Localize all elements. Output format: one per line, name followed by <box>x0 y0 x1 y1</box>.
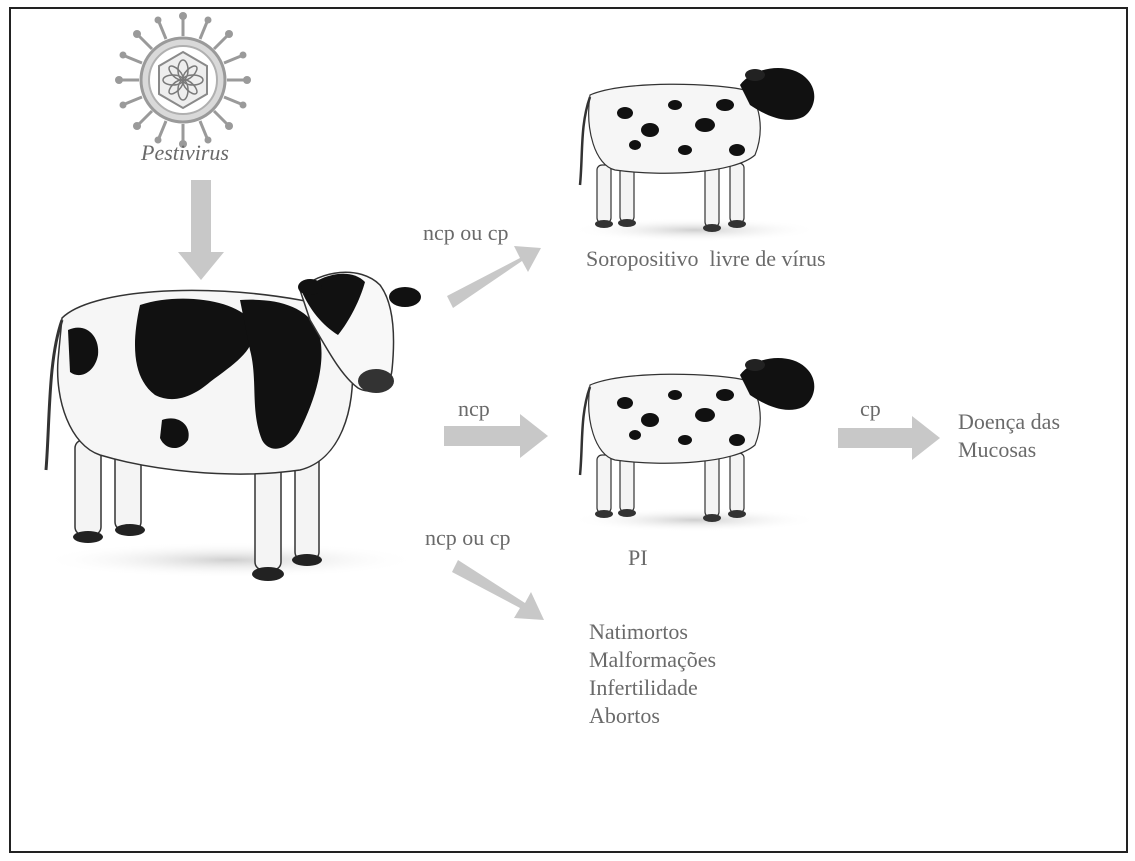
arrow-right-label: cp <box>860 396 881 422</box>
arrow-top <box>447 246 541 308</box>
virus-label: Pestivirus <box>141 140 229 166</box>
calf-top <box>570 68 820 242</box>
mucosal-disease-label: Doença das Mucosas <box>958 408 1060 464</box>
calf-pi <box>570 358 820 532</box>
adult-cow <box>40 272 421 581</box>
arrow-top-label: ncp ou cp <box>423 220 509 246</box>
reproductive-outcome-item: Natimortos <box>589 618 716 646</box>
virus-icon <box>115 12 251 148</box>
arrow-bottom <box>452 560 544 620</box>
arrow-middle-label: ncp <box>458 396 490 422</box>
mucosal-disease-line: Doença das <box>958 408 1060 436</box>
arrow-right <box>838 416 940 460</box>
seropositive-label: Soropositivo livre de vírus <box>586 246 826 272</box>
arrow-down <box>178 180 224 280</box>
reproductive-outcomes-list: Natimortos Malformações Infertilidade Ab… <box>589 618 716 730</box>
pi-label: PI <box>628 545 648 571</box>
reproductive-outcome-item: Malformações <box>589 646 716 674</box>
mucosal-disease-line: Mucosas <box>958 436 1060 464</box>
arrow-bottom-label: ncp ou cp <box>425 525 511 551</box>
reproductive-outcome-item: Abortos <box>589 702 716 730</box>
reproductive-outcome-item: Infertilidade <box>589 674 716 702</box>
